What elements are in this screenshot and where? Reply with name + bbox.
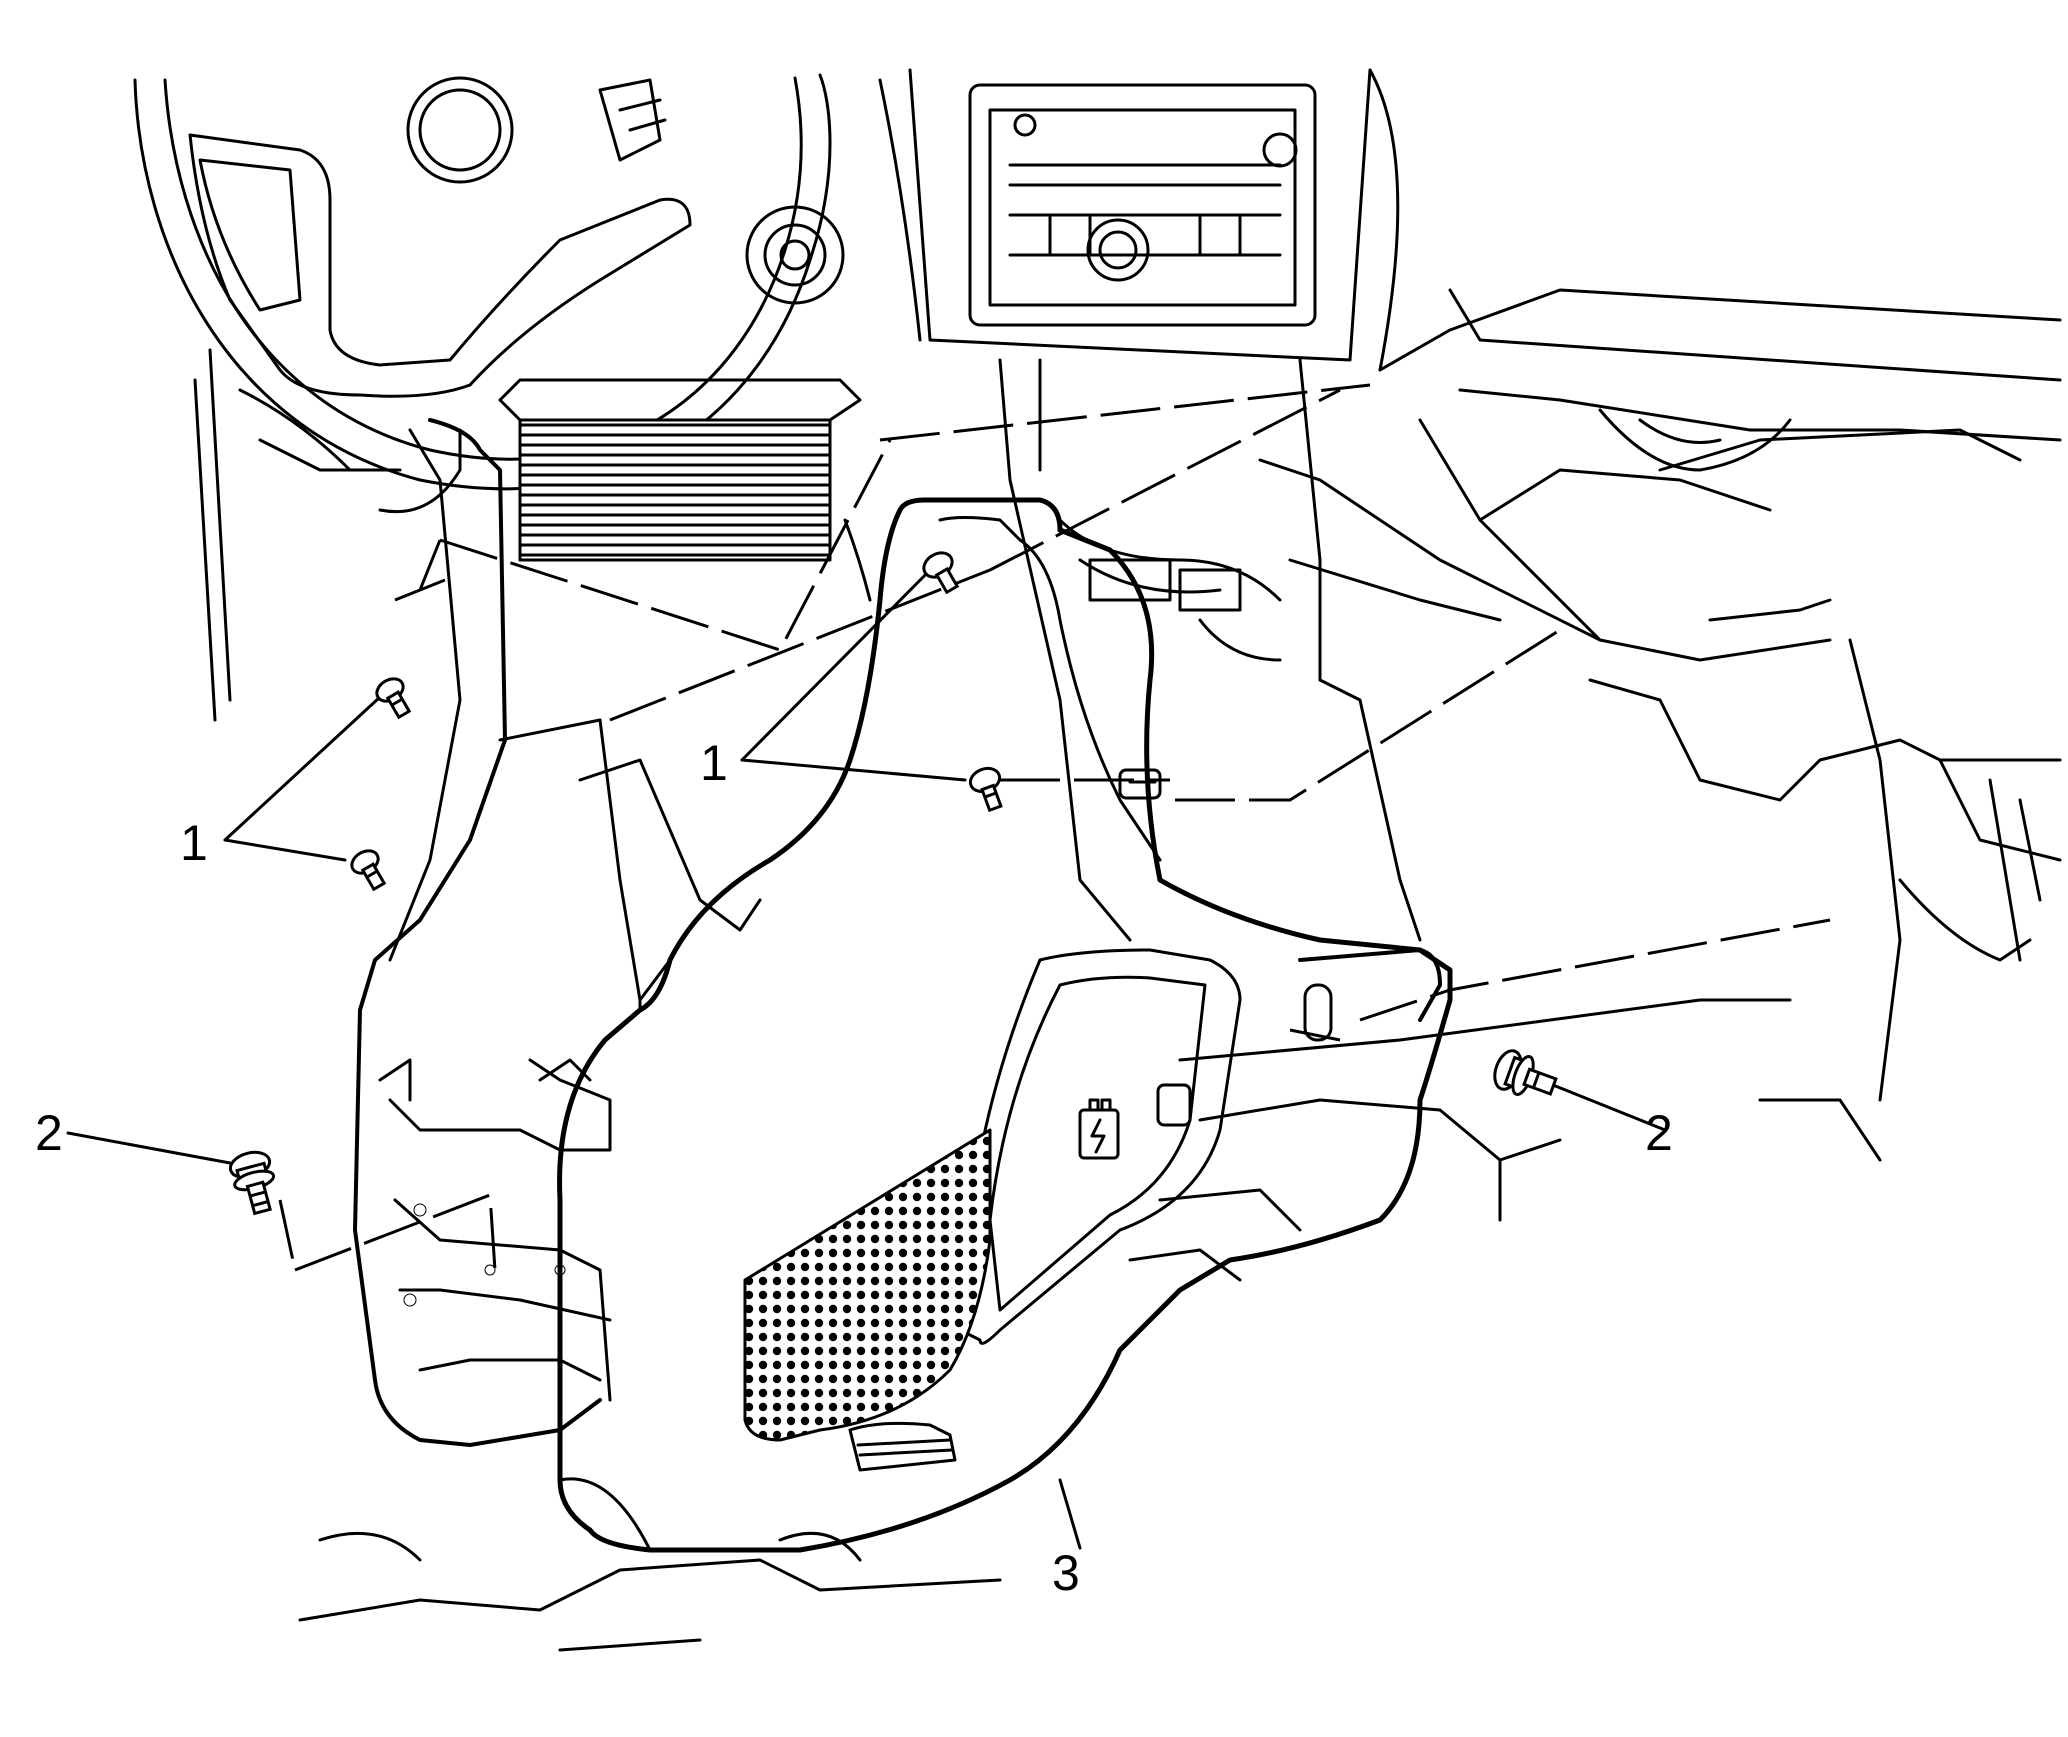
fastener-type-2-group [228, 1049, 1558, 1216]
callout-leader-lines [66, 558, 1667, 1550]
fastener-1-upper-left [375, 677, 412, 720]
fastener-2-right [1493, 1049, 1558, 1096]
knee-panel-mesh-grille [743, 1128, 992, 1442]
fastener-2-left [228, 1150, 276, 1216]
steering-wheel-hub [188, 133, 692, 398]
dashboard-background [133, 68, 2062, 1652]
callout-1-left: 1 [180, 815, 208, 871]
floor-outline [1178, 998, 1792, 1062]
callout-1-center: 1 [700, 735, 728, 791]
ignition-cylinder [745, 205, 845, 305]
fuse-access-door [1078, 1083, 1192, 1160]
knee-bolster-trim-panel [353, 418, 1453, 1553]
callout-3: 3 [1052, 1545, 1080, 1601]
lower-vent [518, 418, 832, 562]
fastener-1-lower-left [350, 849, 387, 892]
alignment-dashed-lines [278, 383, 1831, 1272]
fastener-type-1-group [350, 551, 1003, 892]
fastener-1-upper-center [922, 551, 960, 595]
fastener-1-center [968, 766, 1003, 813]
bottom-vent-slots [848, 1421, 957, 1472]
trim-panel-outline [557, 497, 1453, 1553]
callout-2-left: 2 [35, 1105, 63, 1161]
callout-2-right: 2 [1645, 1105, 1673, 1161]
radio-head-unit [968, 83, 1317, 327]
